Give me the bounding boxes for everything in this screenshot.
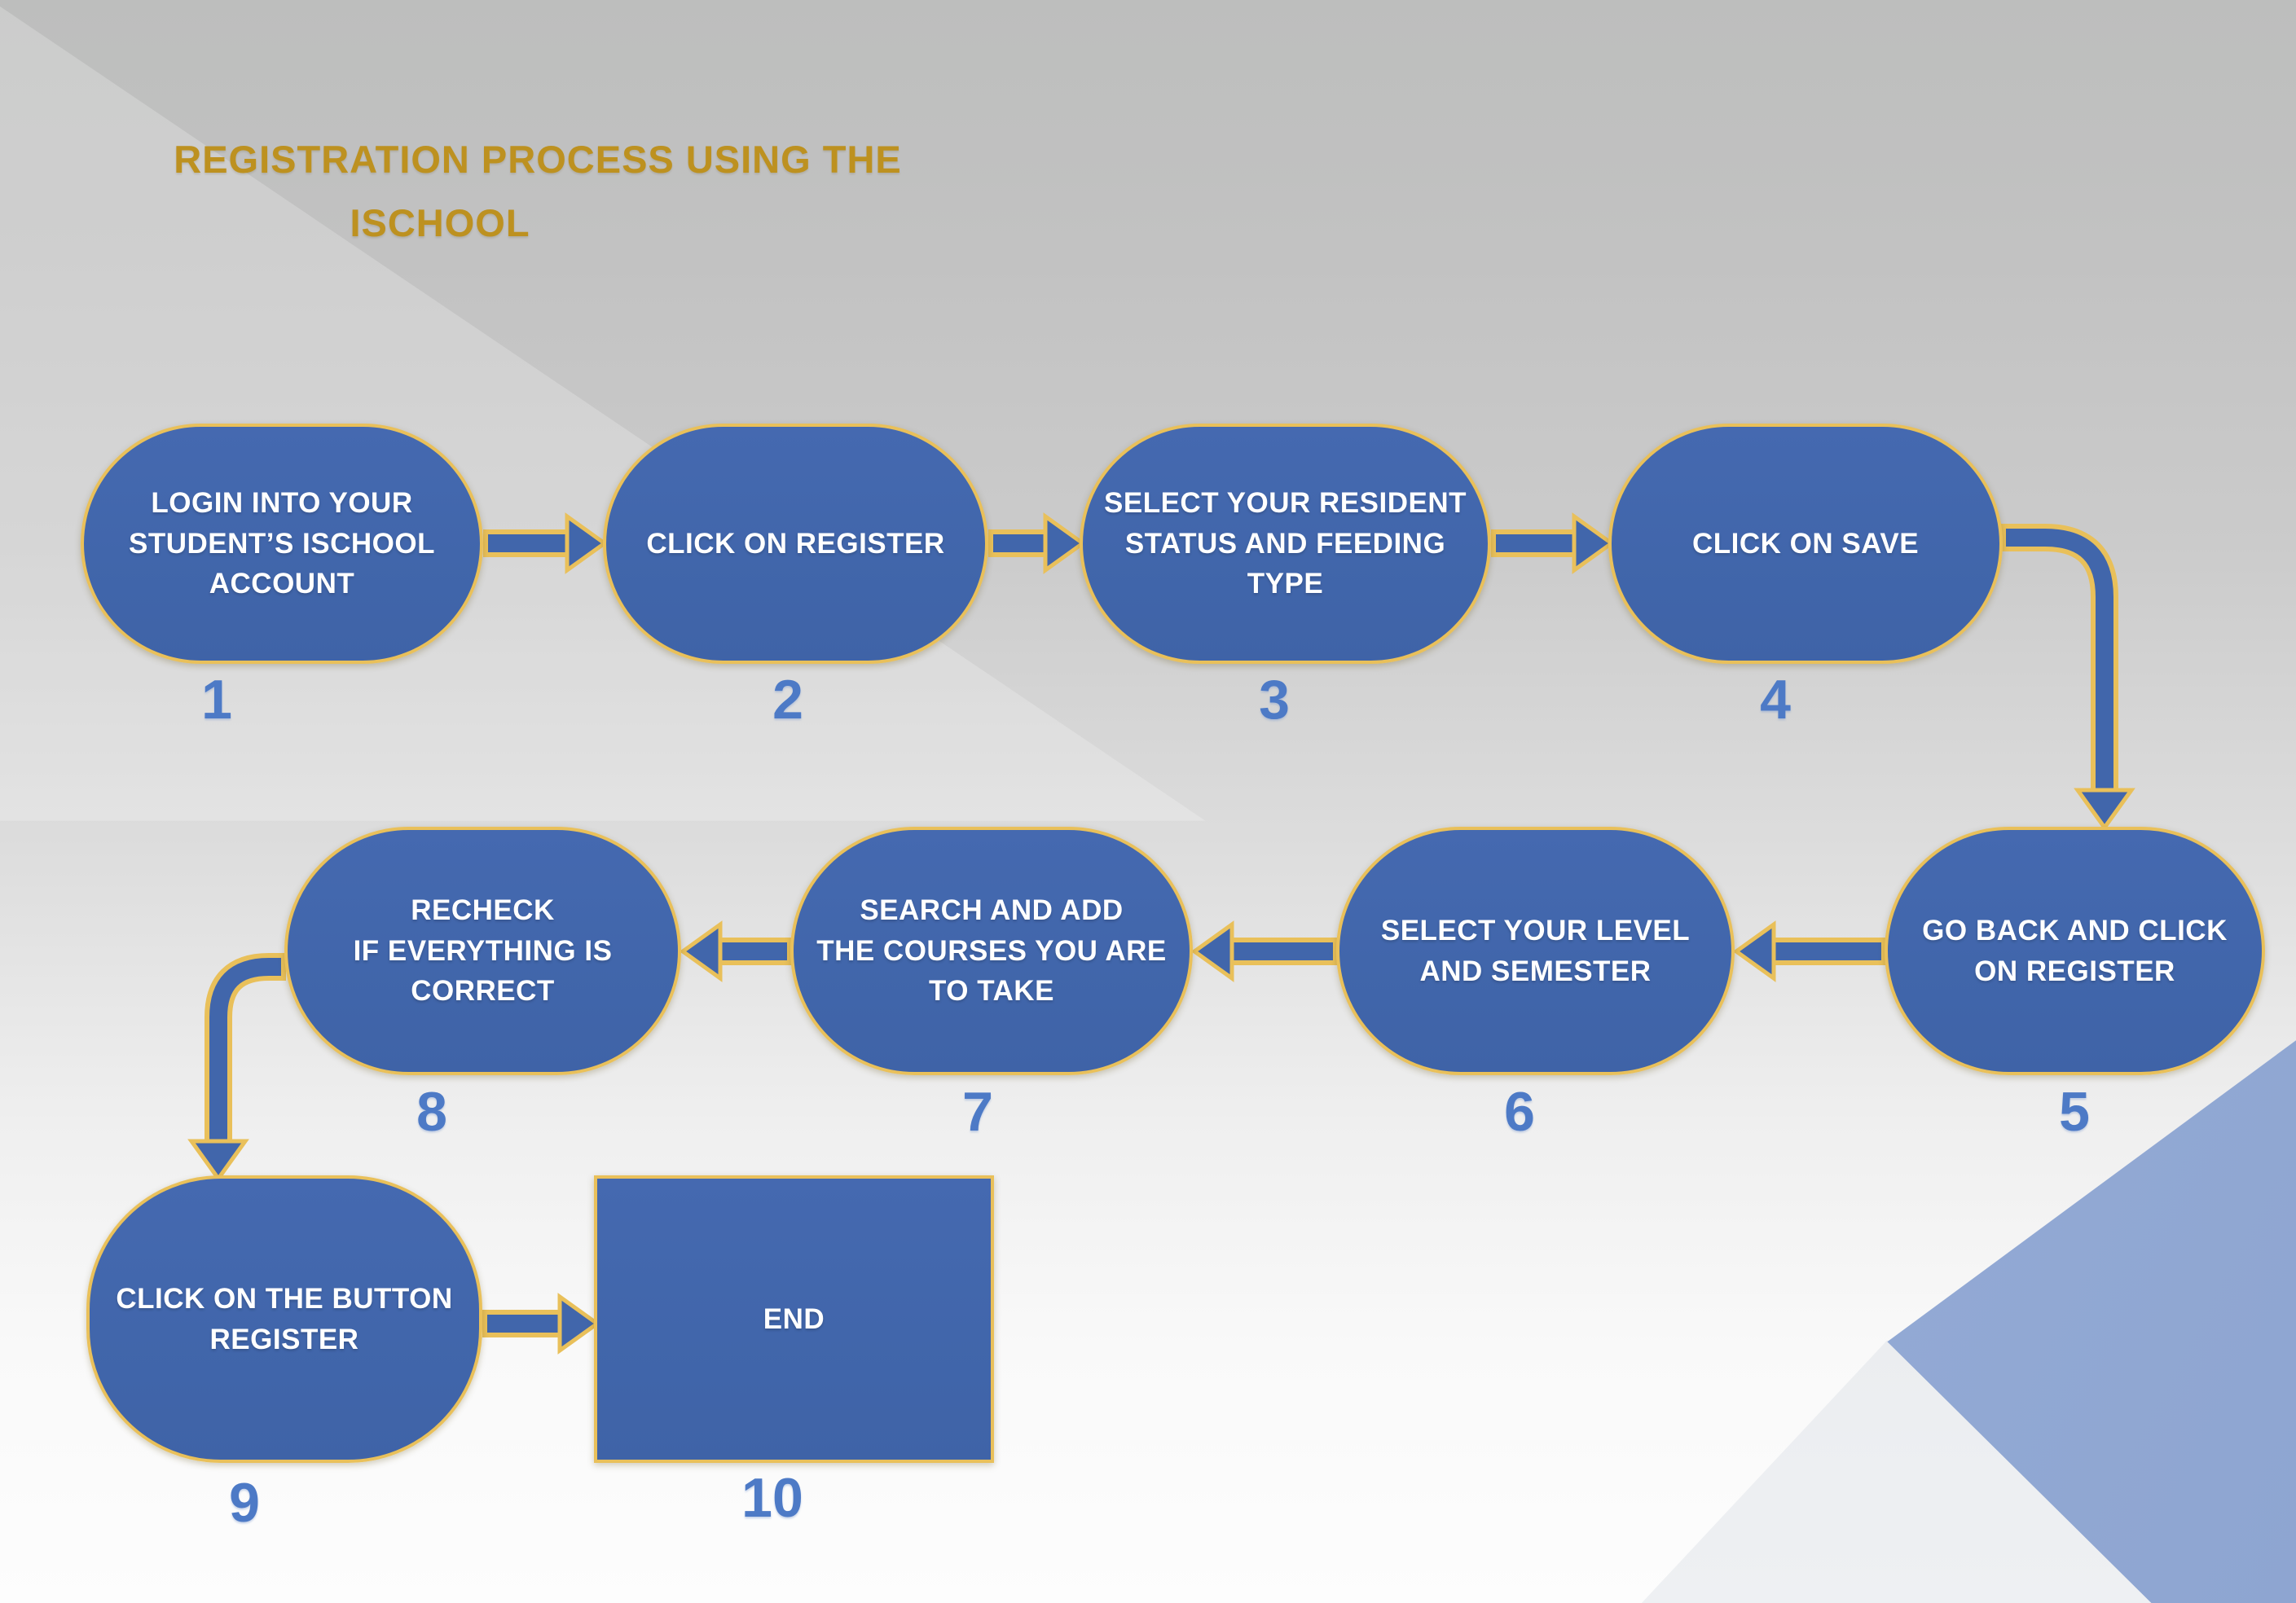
connector-4-5 — [2001, 524, 2135, 832]
step-6-node: SELECT YOUR LEVEL AND SEMESTER — [1336, 827, 1735, 1075]
step-2-node: CLICK ON REGISTER — [603, 424, 988, 664]
connector-6-7 — [1190, 920, 1338, 982]
step-6-number: 6 — [1504, 1081, 1535, 1143]
diagram-title-line-1: REGISTRATION PROCESS USING THE — [174, 138, 902, 181]
connector-1-2 — [483, 512, 609, 574]
step-8-node: RECHECK IF EVERYTHING IS CORRECT — [284, 827, 681, 1075]
diagram-title-line-2: ISCHOOL — [350, 201, 530, 244]
step-1-node: LOGIN INTO YOUR STUDENT’S ISCHOOL ACCOUN… — [81, 424, 483, 664]
connector-8-9 — [187, 953, 286, 1183]
connector-3-4 — [1491, 512, 1616, 574]
connector-7-8 — [679, 920, 792, 982]
step-5-node: GO BACK AND CLICK ON REGISTER — [1885, 827, 2265, 1075]
step-3-number: 3 — [1259, 669, 1290, 731]
step-5-number: 5 — [2059, 1081, 2090, 1143]
step-2-number: 2 — [772, 669, 803, 731]
step-10-number: 10 — [741, 1467, 803, 1529]
step-7-node: SEARCH AND ADD THE COURSES YOU ARE TO TA… — [790, 827, 1193, 1075]
connector-9-10 — [482, 1293, 601, 1355]
step-10-end-node: END — [594, 1175, 994, 1463]
connector-5-6 — [1732, 920, 1886, 982]
step-9-node: CLICK ON THE BUTTON REGISTER — [86, 1175, 482, 1463]
step-7-number: 7 — [962, 1081, 993, 1143]
step-3-node: SELECT YOUR RESIDENT STATUS AND FEEDING … — [1080, 424, 1491, 664]
step-4-node: CLICK ON SAVE — [1608, 424, 2003, 664]
connector-2-3 — [988, 512, 1087, 574]
step-9-number: 9 — [229, 1472, 260, 1534]
step-8-number: 8 — [416, 1081, 447, 1143]
step-1-number: 1 — [201, 669, 232, 731]
step-4-number: 4 — [1760, 669, 1791, 731]
